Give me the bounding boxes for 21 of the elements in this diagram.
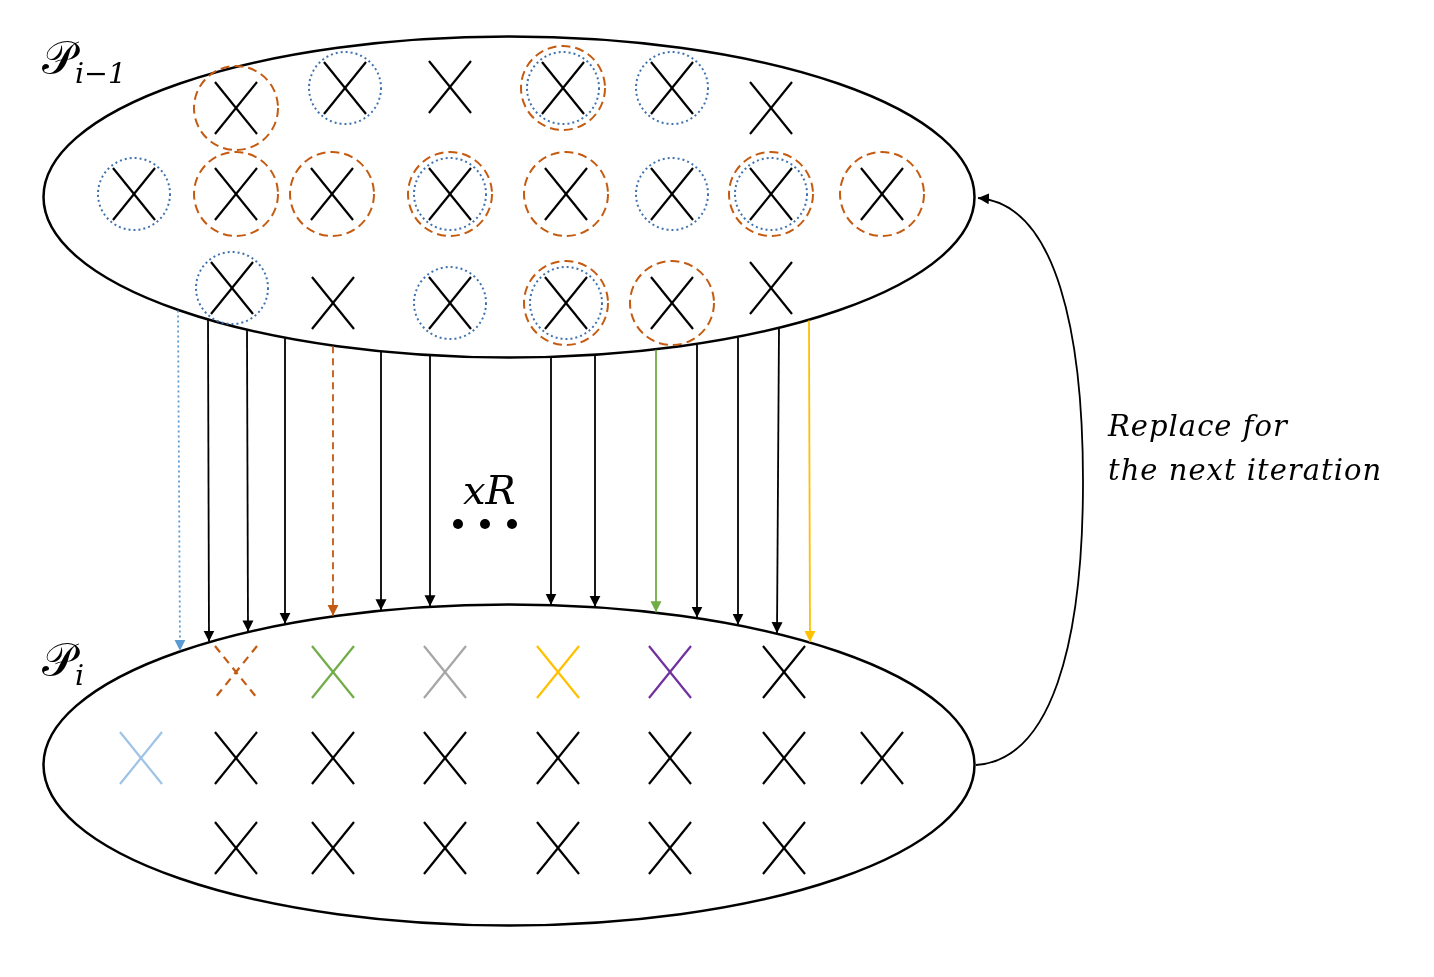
arrow — [771, 327, 783, 635]
arrow — [203, 319, 215, 643]
arrow — [650, 348, 662, 614]
arrow — [279, 337, 291, 625]
arrow — [242, 329, 254, 633]
edge-label: Replace for the next iteration — [1108, 408, 1383, 489]
arrow — [545, 356, 557, 606]
arrow — [732, 336, 744, 626]
arrow — [174, 309, 186, 652]
arrow — [327, 345, 339, 617]
arrow — [975, 194, 1084, 766]
set-label: 𝒫$_{i−1}$ — [42, 35, 127, 89]
set-label: 𝒫$_{i}$ — [42, 637, 85, 691]
arrow — [424, 354, 436, 608]
population-ellipse — [42, 35, 976, 359]
arrow — [589, 354, 601, 608]
population-ellipse — [42, 603, 976, 927]
arrow — [804, 319, 816, 643]
math-label: xR — [463, 470, 516, 510]
arrow — [375, 350, 387, 612]
arrow — [691, 343, 703, 619]
